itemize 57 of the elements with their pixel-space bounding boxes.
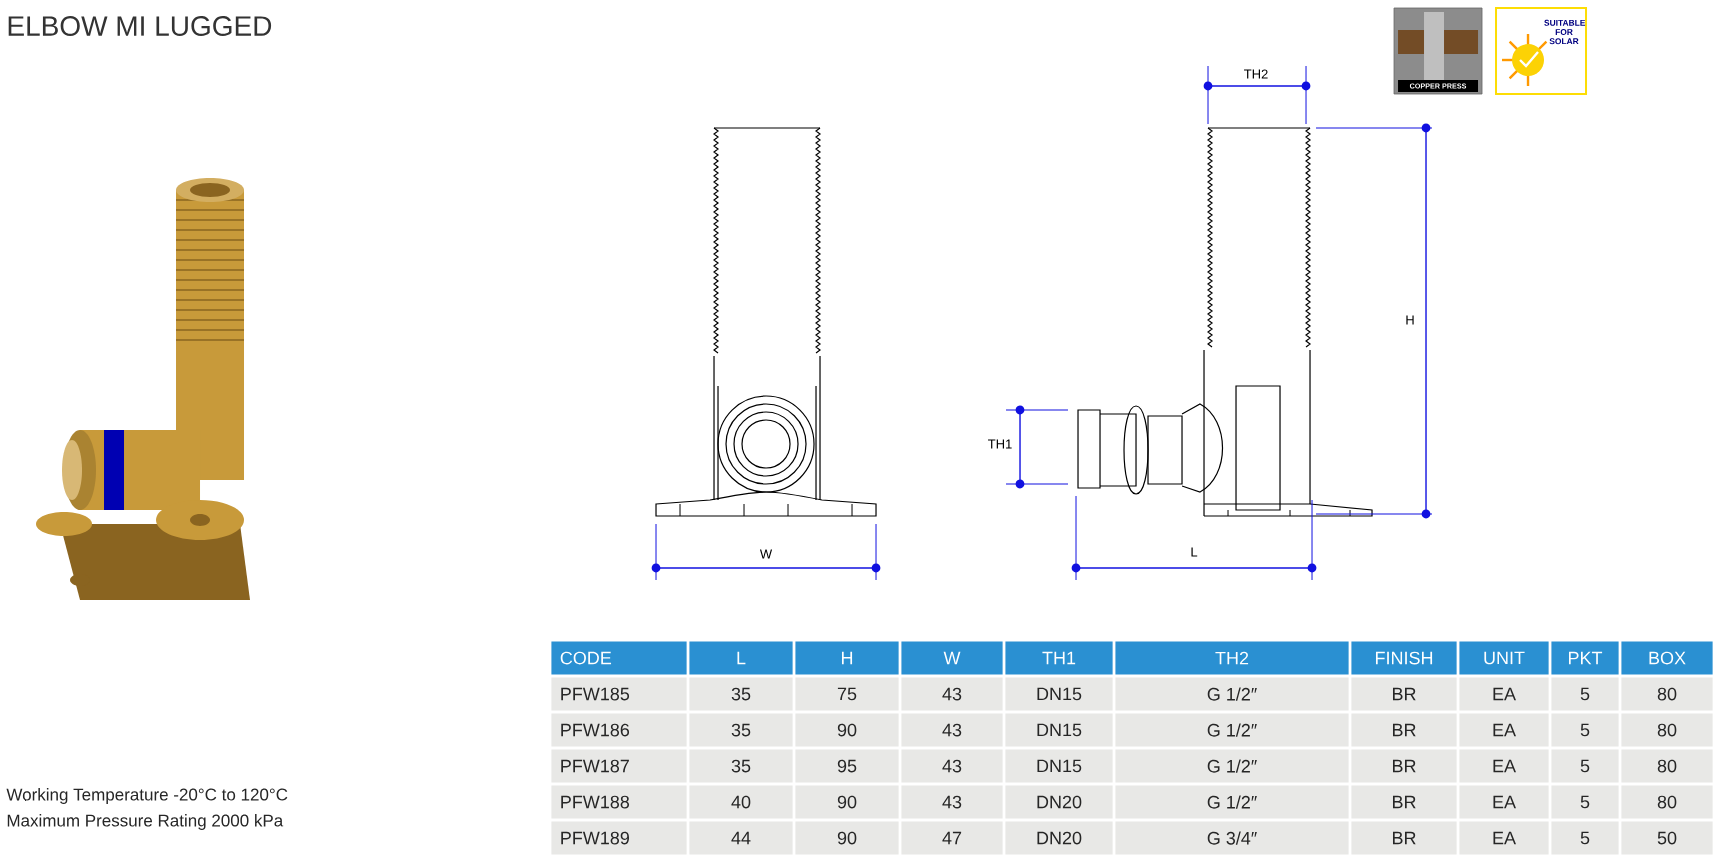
table-cell: 80: [1621, 713, 1713, 747]
table-cell: DN15: [1005, 749, 1113, 783]
table-cell: 5: [1551, 785, 1619, 819]
table-cell: 40: [689, 785, 793, 819]
table-cell: PFW189: [551, 821, 687, 855]
table-cell: DN20: [1005, 821, 1113, 855]
table-cell: PFW188: [551, 785, 687, 819]
table-cell: EA: [1459, 821, 1549, 855]
table-cell: 35: [689, 677, 793, 711]
table-cell: 80: [1621, 749, 1713, 783]
table-cell: EA: [1459, 785, 1549, 819]
table-cell: BR: [1351, 821, 1457, 855]
table-cell: PFW187: [551, 749, 687, 783]
table-cell: DN15: [1005, 677, 1113, 711]
table-cell: 43: [901, 785, 1003, 819]
table-cell: PFW186: [551, 713, 687, 747]
table-cell: DN20: [1005, 785, 1113, 819]
header-cell: L: [689, 641, 793, 675]
table-cell: EA: [1459, 677, 1549, 711]
table-cell: EA: [1459, 749, 1549, 783]
table-cell: 90: [795, 785, 899, 819]
table-cell: DN15: [1005, 713, 1113, 747]
header-cell: FINISH: [1351, 641, 1457, 675]
table-cell: 80: [1621, 785, 1713, 819]
header-cell: W: [901, 641, 1003, 675]
table-cell: PFW185: [551, 677, 687, 711]
table-cell: 50: [1621, 821, 1713, 855]
table-cell: 44: [689, 821, 793, 855]
table-cell: 5: [1551, 821, 1619, 855]
table-cell: 80: [1621, 677, 1713, 711]
table-cell: 35: [689, 713, 793, 747]
header-cell: UNIT: [1459, 641, 1549, 675]
table-cell: 90: [795, 821, 899, 855]
table-cell: 90: [795, 713, 899, 747]
header-cell: TH1: [1005, 641, 1113, 675]
header-cell: BOX: [1621, 641, 1713, 675]
table-cell: BR: [1351, 749, 1457, 783]
title: ELBOW MI LUGGED: [8, 16, 272, 36]
header-cell: PKT: [1551, 641, 1619, 675]
table-cell: 43: [901, 713, 1003, 747]
table-cell: EA: [1459, 713, 1549, 747]
header-cell: CODE: [551, 641, 687, 675]
header-cell: H: [795, 641, 899, 675]
table-cell: 95: [795, 749, 899, 783]
table-cell: 75: [795, 677, 899, 711]
table-cell: 43: [901, 749, 1003, 783]
table-cell: 47: [901, 821, 1003, 855]
table-cell: BR: [1351, 785, 1457, 819]
note-text: Working Temperature -20°C to 120°C: [6, 788, 288, 804]
note-text: Maximum Pressure Rating 2000 kPa: [7, 814, 284, 830]
table-cell: 5: [1551, 713, 1619, 747]
table-cell: 5: [1551, 749, 1619, 783]
table-cell: 5: [1551, 677, 1619, 711]
table-cell: BR: [1351, 677, 1457, 711]
table-cell: BR: [1351, 713, 1457, 747]
table-cell: 43: [901, 677, 1003, 711]
table-cell: 35: [689, 749, 793, 783]
